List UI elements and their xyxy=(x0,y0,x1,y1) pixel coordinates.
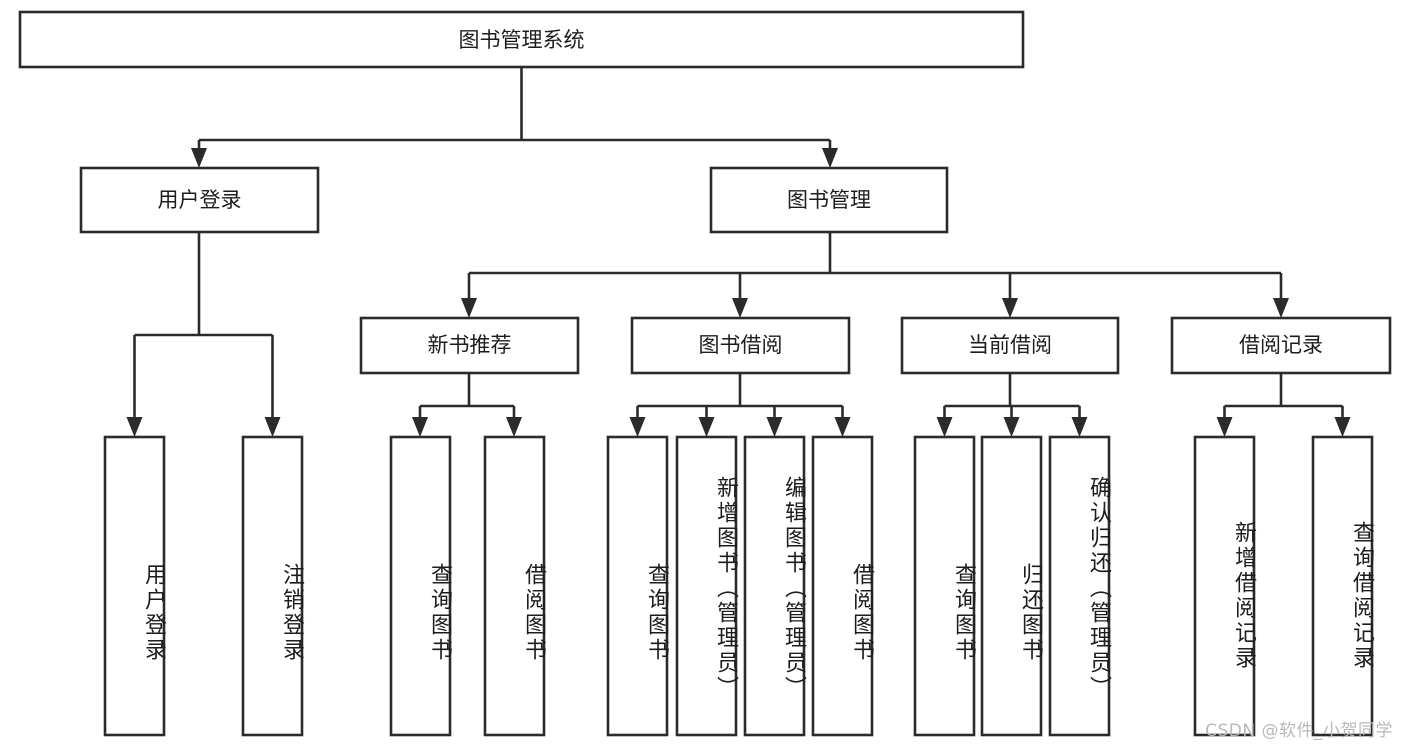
node-current-borrow[interactable]: 当前借阅 xyxy=(900,316,1120,375)
arrowhead-leaf-add-book xyxy=(698,417,715,437)
node-book-borrow[interactable]: 图书借阅 xyxy=(630,316,851,375)
node-book-management-label: 图书管理 xyxy=(787,188,871,212)
arrowhead-book-borrow xyxy=(732,298,748,318)
node-book-management[interactable]: 图书管理 xyxy=(709,166,949,234)
node-book-borrow-label: 图书借阅 xyxy=(699,333,783,357)
connector-group-current-borrow xyxy=(936,373,1088,437)
node-borrow-record[interactable]: 借阅记录 xyxy=(1170,316,1392,375)
node-book-management-box[interactable] xyxy=(709,166,949,234)
node-user-login-label: 用户登录 xyxy=(158,188,242,212)
leaf-query-book-2-box[interactable] xyxy=(606,435,669,737)
connector-group-root xyxy=(191,67,838,168)
arrowhead-leaf-user-login xyxy=(126,417,143,437)
arrowhead-leaf-query-book-3 xyxy=(936,417,953,437)
leaf-user-login-box[interactable] xyxy=(103,435,166,737)
leaf-logout-login-box[interactable] xyxy=(241,435,304,737)
node-root-label: 图书管理系统 xyxy=(459,28,585,52)
leaf-confirm-return-box[interactable] xyxy=(1048,435,1111,737)
leaf-query-book-1-box[interactable] xyxy=(389,435,452,737)
connector-group-user-login xyxy=(126,232,281,437)
node-current-borrow-box[interactable] xyxy=(900,316,1120,375)
arrowhead-leaf-confirm-return xyxy=(1071,417,1088,437)
arrowhead-leaf-borrow-book-1 xyxy=(506,417,522,437)
arrowhead-book-management xyxy=(822,148,838,168)
connector-group-new-book-recommend xyxy=(412,373,522,437)
arrowhead-leaf-logout-login xyxy=(264,417,281,437)
node-root[interactable]: 图书管理系统 xyxy=(18,10,1025,69)
node-new-book-recommend-box[interactable] xyxy=(359,316,580,375)
leaf-query-book-3-box[interactable] xyxy=(913,435,976,737)
leaf-borrow-book-1-box[interactable] xyxy=(483,435,546,737)
arrowhead-current-borrow xyxy=(1002,298,1018,318)
leaf-edit-book-box[interactable] xyxy=(743,435,806,737)
node-book-borrow-box[interactable] xyxy=(630,316,851,375)
leaf-add-book-box[interactable] xyxy=(675,435,738,737)
arrowhead-leaf-query-record xyxy=(1334,417,1351,437)
node-user-login[interactable]: 用户登录 xyxy=(79,166,320,234)
node-borrow-record-label: 借阅记录 xyxy=(1239,333,1323,357)
node-user-login-box[interactable] xyxy=(79,166,320,234)
csdn-watermark: CSDN @软件_小贺同学 xyxy=(1205,721,1393,741)
node-borrow-record-box[interactable] xyxy=(1170,316,1392,375)
leaf-return-book-box[interactable] xyxy=(980,435,1043,737)
arrowhead-user-login xyxy=(191,148,207,168)
leaf-box-group xyxy=(103,435,1374,737)
node-current-borrow-label: 当前借阅 xyxy=(968,333,1052,357)
arrowhead-borrow-record xyxy=(1273,298,1289,318)
leaf-query-record-box[interactable] xyxy=(1311,435,1374,737)
arrowhead-leaf-borrow-book-2 xyxy=(834,417,851,437)
arrowhead-leaf-edit-book xyxy=(766,417,783,437)
arrowhead-leaf-query-book-2 xyxy=(629,417,646,437)
connector-group-book-borrow xyxy=(629,373,851,437)
connector-group-borrow-record xyxy=(1216,373,1351,437)
leaf-add-record-box[interactable] xyxy=(1193,435,1256,737)
connector-group-book-management xyxy=(461,232,1289,318)
arrowhead-leaf-query-book-1 xyxy=(412,417,428,437)
arrowhead-leaf-add-record xyxy=(1216,417,1233,437)
arrowhead-leaf-return-book xyxy=(1003,417,1020,437)
node-root-box[interactable] xyxy=(18,10,1025,69)
leaf-borrow-book-2-box[interactable] xyxy=(811,435,874,737)
arrowhead-new-book-recommend xyxy=(461,298,477,318)
node-new-book-recommend-label: 新书推荐 xyxy=(428,333,512,357)
node-new-book-recommend[interactable]: 新书推荐 xyxy=(359,316,580,375)
